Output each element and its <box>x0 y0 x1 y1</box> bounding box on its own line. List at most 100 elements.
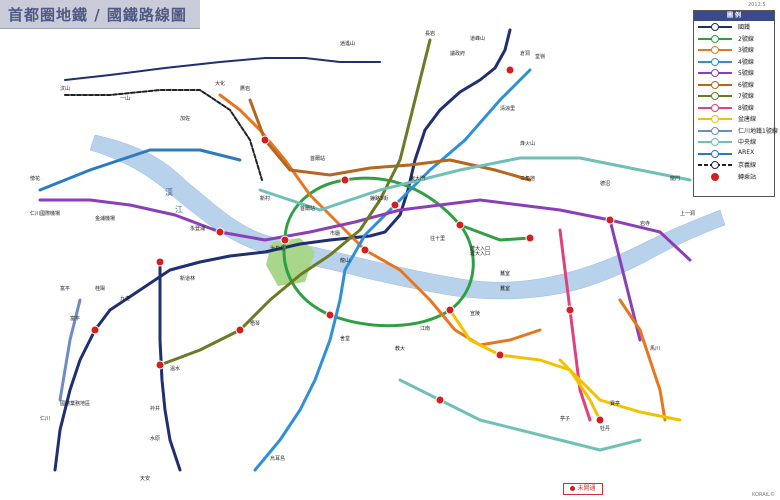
transfer-station <box>595 415 605 425</box>
legend-header: 圖 例 <box>694 11 774 21</box>
station-label: 桂陽 <box>95 285 105 292</box>
station-label: 溫水 <box>170 365 180 372</box>
line-gyeongui <box>64 89 263 181</box>
transfer-dot-icon <box>711 172 719 181</box>
transfer-station <box>455 220 465 230</box>
station-label: 衿井 <box>150 405 160 412</box>
legend-item: 5號線 <box>694 67 774 79</box>
station-label: 金浦機場 <box>95 215 115 222</box>
legend-item: 2號線 <box>694 33 774 45</box>
not-open-legend: 未開通 <box>563 483 603 495</box>
station-dot-icon <box>711 57 719 66</box>
station-label: 德沼 <box>600 180 610 187</box>
station-label: 鐘路3街 <box>370 195 388 202</box>
station-label: 寶亭 <box>610 400 620 407</box>
line-south-bundang <box>558 358 682 422</box>
station-label: 鷹岩 <box>240 85 250 92</box>
station-label: 往十里 <box>430 235 445 242</box>
station-dot-icon <box>711 149 719 158</box>
station-dot-icon <box>711 161 719 169</box>
han-river <box>89 134 726 300</box>
station-dot-icon <box>711 34 719 43</box>
station-label: 建大入口 <box>470 245 490 252</box>
station-label: 逍遙山 <box>340 40 355 47</box>
station-label: 牡丹 <box>600 425 610 432</box>
station-dot-icon <box>711 92 719 100</box>
legend-item: 6號線 <box>694 79 774 91</box>
legend-item: 仁川地鐵1號線 <box>694 125 778 137</box>
legend-label: 盆唐線 <box>738 116 757 123</box>
station-dot-icon <box>711 80 719 89</box>
station-label: 永登浦 <box>190 225 205 232</box>
station-label: 水原 <box>150 435 160 442</box>
station-label: 天安 <box>140 475 150 482</box>
station-dot-icon <box>711 103 719 112</box>
station-label: 一山 <box>120 95 130 102</box>
transfer-station <box>505 65 515 75</box>
station-label: 龍門 <box>670 175 680 182</box>
transfer-station <box>435 395 445 405</box>
line-bundang <box>448 308 602 422</box>
station-label: 江南 <box>420 325 430 332</box>
transfer-station <box>360 245 370 255</box>
station-label: 首爾站 <box>300 205 315 212</box>
legend-label: 仁川地鐵1號線 <box>738 127 778 135</box>
corner-credit: KORAIL© <box>752 492 775 498</box>
station-label: 傍花 <box>30 175 40 182</box>
station-label: 亭子 <box>560 415 570 422</box>
line-7 <box>158 38 432 367</box>
legend-label: 中央線 <box>738 139 757 146</box>
line-1-west <box>53 328 97 472</box>
legend-label: 6號線 <box>738 81 754 89</box>
transfer-station <box>155 360 165 370</box>
line-2-loop <box>282 176 475 328</box>
legend-label: 8號線 <box>738 104 754 112</box>
legend-label: 2號線 <box>738 35 754 43</box>
legend-label: 京義線 <box>738 162 757 169</box>
line-north-top <box>64 57 381 81</box>
not-open-dot-icon <box>570 486 576 491</box>
transfer-station <box>280 235 290 245</box>
transfer-station <box>390 200 400 210</box>
legend-label: 7號線 <box>738 93 754 100</box>
station-label: 岩寺 <box>640 220 650 227</box>
station-label: 國際業務地區 <box>60 400 90 407</box>
station-label: 新道林 <box>180 275 195 282</box>
transfer-station <box>260 135 270 145</box>
line-5 <box>38 198 692 262</box>
station-label: 道峰山 <box>470 35 485 42</box>
legend-item: 7號線 <box>694 90 774 102</box>
legend-item: 轉乘站 <box>694 171 774 183</box>
legend-label: AREX <box>738 148 755 156</box>
transfer-station <box>90 325 100 335</box>
transfer-station <box>525 233 535 243</box>
line-1-south <box>158 260 182 472</box>
station-label: 新村 <box>260 195 270 202</box>
transfer-station <box>215 227 225 237</box>
transfer-station <box>445 305 455 315</box>
not-open-label: 未開通 <box>577 485 596 492</box>
transfer-station <box>565 305 575 315</box>
station-dot-icon <box>711 69 719 77</box>
station-label: 汶山 <box>60 85 70 92</box>
line-1-north <box>93 28 512 332</box>
legend-item: 4號線 <box>694 56 774 68</box>
legend-label: 5號線 <box>738 70 754 77</box>
legend-label: 4號線 <box>738 58 754 66</box>
station-label: 烽火山 <box>520 140 535 147</box>
station-label: 舍堂 <box>340 335 350 342</box>
station-label: 富平 <box>60 285 70 292</box>
station-label: 堂嶺 <box>535 53 545 60</box>
station-label: 建大入口 <box>470 250 490 257</box>
station-label: 議政府 <box>450 50 465 57</box>
station-label: 長岩 <box>425 30 435 37</box>
line-far-south <box>398 378 642 452</box>
transfer-station <box>155 257 165 267</box>
station-label: 富平 <box>70 315 80 322</box>
legend-label: 轉乘站 <box>738 173 757 181</box>
legend-item: 3號線 <box>694 44 774 56</box>
station-label: 蠶室 <box>500 270 510 277</box>
line-jungang <box>258 156 692 212</box>
station-label: 首爾站 <box>310 155 325 162</box>
